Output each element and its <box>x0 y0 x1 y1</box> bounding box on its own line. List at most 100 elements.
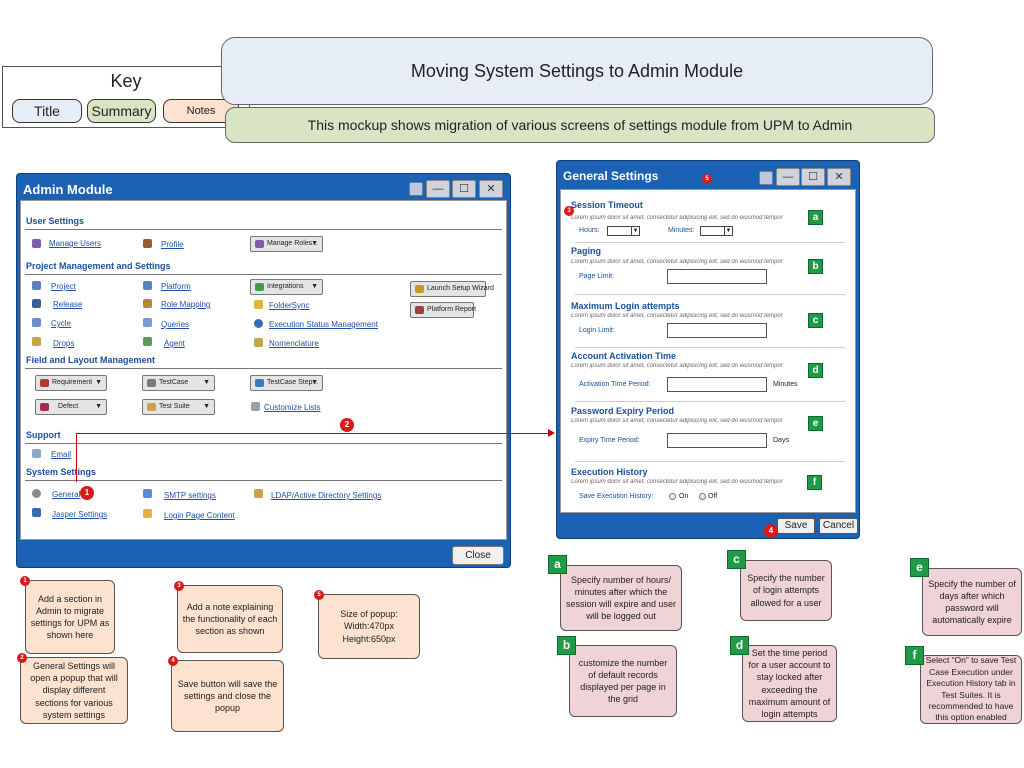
link-jasper-settings[interactable]: Jasper Settings <box>52 510 108 519</box>
section-divider <box>25 274 502 275</box>
account-activation-heading: Account Activation Time <box>571 351 677 361</box>
radio-off[interactable] <box>699 493 706 500</box>
chevron-down-icon: ▼ <box>203 403 210 410</box>
save-button[interactable]: Save <box>777 518 815 534</box>
link-profile[interactable]: Profile <box>161 240 184 249</box>
key-summary-swatch: Summary <box>87 99 156 123</box>
section-divider <box>575 294 845 295</box>
link-email[interactable]: Email <box>51 450 72 459</box>
link-role-mapping[interactable]: Role Mapping <box>161 300 211 309</box>
session-timeout-heading: Session Timeout <box>571 200 643 210</box>
link-platform[interactable]: Platform <box>161 282 191 291</box>
chevron-down-icon: ▼ <box>95 379 102 386</box>
test-suite-dropdown[interactable]: Test Suite▼ <box>142 399 215 415</box>
expiry-time-label: Expiry Time Period: <box>579 437 640 444</box>
login-limit-label: Login Limit: <box>579 327 615 334</box>
link-login-page-content[interactable]: Login Page Content <box>164 511 235 520</box>
general-settings-window: General Settings — ☐ ✕ Session Timeout L… <box>556 160 860 539</box>
section-divider <box>25 480 502 481</box>
testcase-dropdown[interactable]: TestCase▼ <box>142 375 215 391</box>
link-smtp-settings[interactable]: SMTP settings <box>164 491 216 500</box>
defect-icon <box>40 403 49 411</box>
admin-close-button[interactable]: Close <box>452 546 504 565</box>
jasper-icon <box>32 508 41 517</box>
minimize-icon[interactable]: — <box>776 168 800 186</box>
manage-roles-dropdown[interactable]: Manage Roles...▼ <box>250 236 323 252</box>
marker-a: a <box>808 210 823 225</box>
section-divider <box>575 347 845 348</box>
password-expiry-heading: Password Expiry Period <box>571 406 675 416</box>
note-3: Add a note explaining the functionality … <box>177 585 283 653</box>
note-c: Specify the number of login attempts all… <box>740 560 832 621</box>
marker-f: f <box>807 475 822 490</box>
project-icon <box>32 281 41 290</box>
key-legend: Key Title Summary Notes <box>2 66 250 128</box>
customize-lists-icon <box>251 402 260 411</box>
link-release[interactable]: Release <box>53 300 83 309</box>
hours-select[interactable]: ▼ <box>607 226 640 236</box>
admin-module-window: Admin Module — ☐ ✕ User Settings Manage … <box>16 173 511 568</box>
note-3-marker: 3 <box>174 581 184 591</box>
roles-icon <box>255 240 264 248</box>
expiry-time-input[interactable] <box>667 433 767 448</box>
marker-b: b <box>808 259 823 274</box>
connector-arrowhead <box>548 429 555 437</box>
expiry-unit: Days <box>773 437 789 444</box>
minimize-icon[interactable]: — <box>426 180 450 198</box>
launch-setup-wizard-button[interactable]: Launch Setup Wizard <box>410 281 494 297</box>
hours-label: Hours: <box>579 227 600 234</box>
general-settings-title: General Settings <box>563 169 659 183</box>
link-agent[interactable]: Agent <box>164 339 185 348</box>
link-cycle[interactable]: Cycle <box>51 319 72 328</box>
note-1-marker: 1 <box>20 576 30 586</box>
link-customize-lists[interactable]: Customize Lists <box>264 403 321 412</box>
testcase-step-icon <box>255 379 264 387</box>
email-icon <box>32 449 41 458</box>
integrations-dropdown[interactable]: Integrations▼ <box>250 279 323 295</box>
testcase-step-dropdown[interactable]: TestCase Step...▼ <box>250 375 323 391</box>
section-divider <box>575 461 845 462</box>
link-drops[interactable]: Drops <box>53 339 75 348</box>
marker-e: e <box>808 416 823 431</box>
link-project[interactable]: Project <box>51 282 76 291</box>
cancel-button[interactable]: Cancel <box>819 518 858 534</box>
maximize-icon[interactable]: ☐ <box>801 168 825 186</box>
gear-icon <box>32 489 41 498</box>
section-support: Support <box>26 430 61 440</box>
execution-history-description: Lorem ipsum dolor sit amet, consectetur … <box>571 479 783 485</box>
section-divider <box>25 368 502 369</box>
link-execution-status-management[interactable]: Execution Status Management <box>269 320 378 329</box>
page-limit-input[interactable] <box>667 269 767 284</box>
note-5: Size of popup: Width:470px Height:650px <box>318 594 420 659</box>
account-activation-description: Lorem ipsum dolor sit amet, consectetur … <box>571 363 783 369</box>
close-icon[interactable]: ✕ <box>827 168 851 186</box>
connector-vertical <box>76 433 77 482</box>
note-2-marker: 2 <box>17 653 27 663</box>
login-limit-input[interactable] <box>667 323 767 338</box>
testcase-icon <box>147 379 156 387</box>
link-queries[interactable]: Queries <box>161 320 190 329</box>
requirement-dropdown[interactable]: Requirement▼ <box>35 375 107 391</box>
smtp-icon <box>143 489 152 498</box>
link-manage-users[interactable]: Manage Users <box>49 239 102 248</box>
save-history-label: Save Execution History: <box>579 493 654 500</box>
chevron-down-icon: ▼ <box>311 379 318 386</box>
summary-banner: This mockup shows migration of various s… <box>225 107 935 143</box>
defect-dropdown[interactable]: Defect▼ <box>35 399 107 415</box>
activation-time-input[interactable] <box>667 377 767 392</box>
maximize-icon[interactable]: ☐ <box>452 180 476 198</box>
link-folder-sync[interactable]: FolderSync <box>269 301 310 310</box>
note-a-marker: a <box>548 555 567 574</box>
section-divider <box>25 229 502 230</box>
note-2: General Settings will open a popup that … <box>20 657 128 724</box>
minutes-select[interactable]: ▼ <box>700 226 733 236</box>
link-ldap-settings[interactable]: LDAP/Active Directory Settings <box>271 491 382 500</box>
close-icon[interactable]: ✕ <box>479 180 503 198</box>
chevron-down-icon: ▼ <box>311 283 318 290</box>
link-nomenclature[interactable]: Nomenclature <box>269 339 319 348</box>
link-general[interactable]: General <box>52 490 81 499</box>
chevron-down-icon: ▼ <box>724 227 732 235</box>
platform-report-button[interactable]: Platform Report <box>410 302 476 318</box>
radio-on[interactable] <box>669 493 676 500</box>
chevron-down-icon: ▼ <box>311 240 318 247</box>
